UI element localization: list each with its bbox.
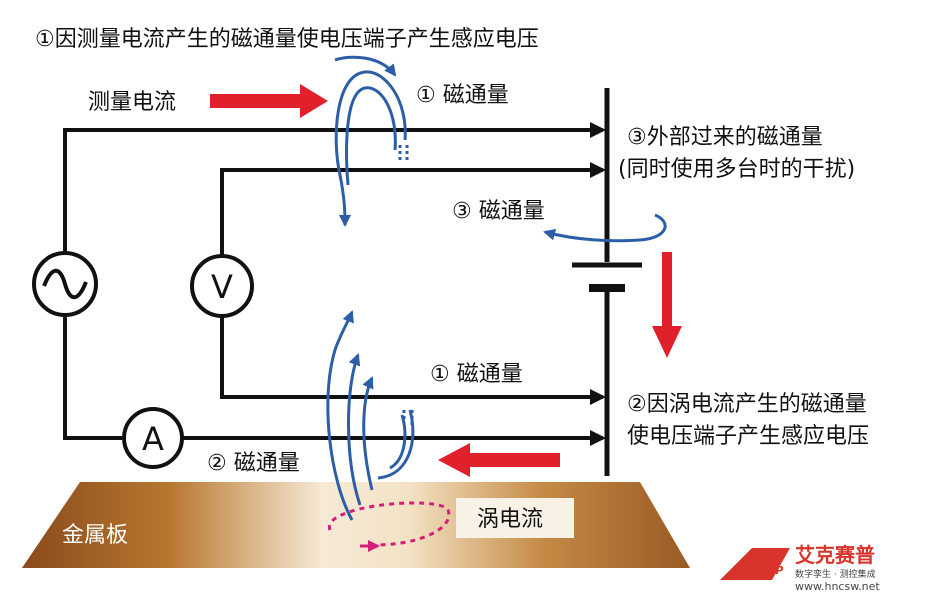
flux-loop-bottom — [326, 310, 415, 521]
eddy-flux-down-arrow — [652, 252, 682, 358]
return-current-arrow — [438, 443, 560, 477]
eddy-current-label-box — [456, 498, 574, 538]
ammeter-symbol: A — [142, 420, 164, 458]
measure-current-arrow — [210, 84, 328, 118]
external-flux-label-line1: ③外部过来的磁通量 — [627, 125, 823, 150]
terminal-bar — [572, 88, 642, 476]
logo-slogan: 数字孪生 · 测控集成 — [795, 568, 876, 580]
flux-3-label: ③ 磁通量 — [452, 199, 545, 224]
metal-plate-label: 金属板 — [62, 523, 128, 548]
ammeter: A — [122, 407, 184, 469]
logo: ACCEXP 艾克赛普 数字孪生 · 测控集成 www.hncsw.net — [720, 543, 880, 593]
wire-arrowheads — [590, 122, 606, 446]
flux-1-bottom-label: ① 磁通量 — [430, 362, 523, 387]
flux-2-label: ② 磁通量 — [207, 451, 300, 476]
measure-current-label: 测量电流 — [88, 90, 176, 115]
logo-mark-icon — [720, 548, 790, 580]
eddy-current-label: 涡电流 — [477, 507, 543, 532]
logo-mark-text: ACCEXP — [734, 564, 783, 577]
logo-name: 艾克赛普 — [795, 543, 875, 567]
flux-loop-external — [543, 213, 667, 243]
logo-url: www.hncsw.net — [795, 580, 880, 593]
ac-source — [32, 251, 98, 317]
eddy-current-loop — [328, 501, 451, 552]
voltmeter-symbol: V — [211, 268, 233, 306]
eddy-flux-label-line2: 使电压端子产生感应电压 — [627, 424, 869, 449]
diagram-title: ①因测量电流产生的磁通量使电压端子产生感应电压 — [35, 27, 539, 52]
circuit-wires — [63, 128, 603, 440]
red-arrows — [210, 84, 682, 477]
eddy-flux-label-line1: ②因涡电流产生的磁通量 — [627, 392, 867, 417]
flux-loop-top — [334, 55, 409, 227]
voltmeter: V — [190, 254, 254, 318]
external-flux-label-line2: (同时使用多台时的干扰) — [618, 157, 855, 182]
flux-1-top-label: ① 磁通量 — [416, 83, 509, 108]
